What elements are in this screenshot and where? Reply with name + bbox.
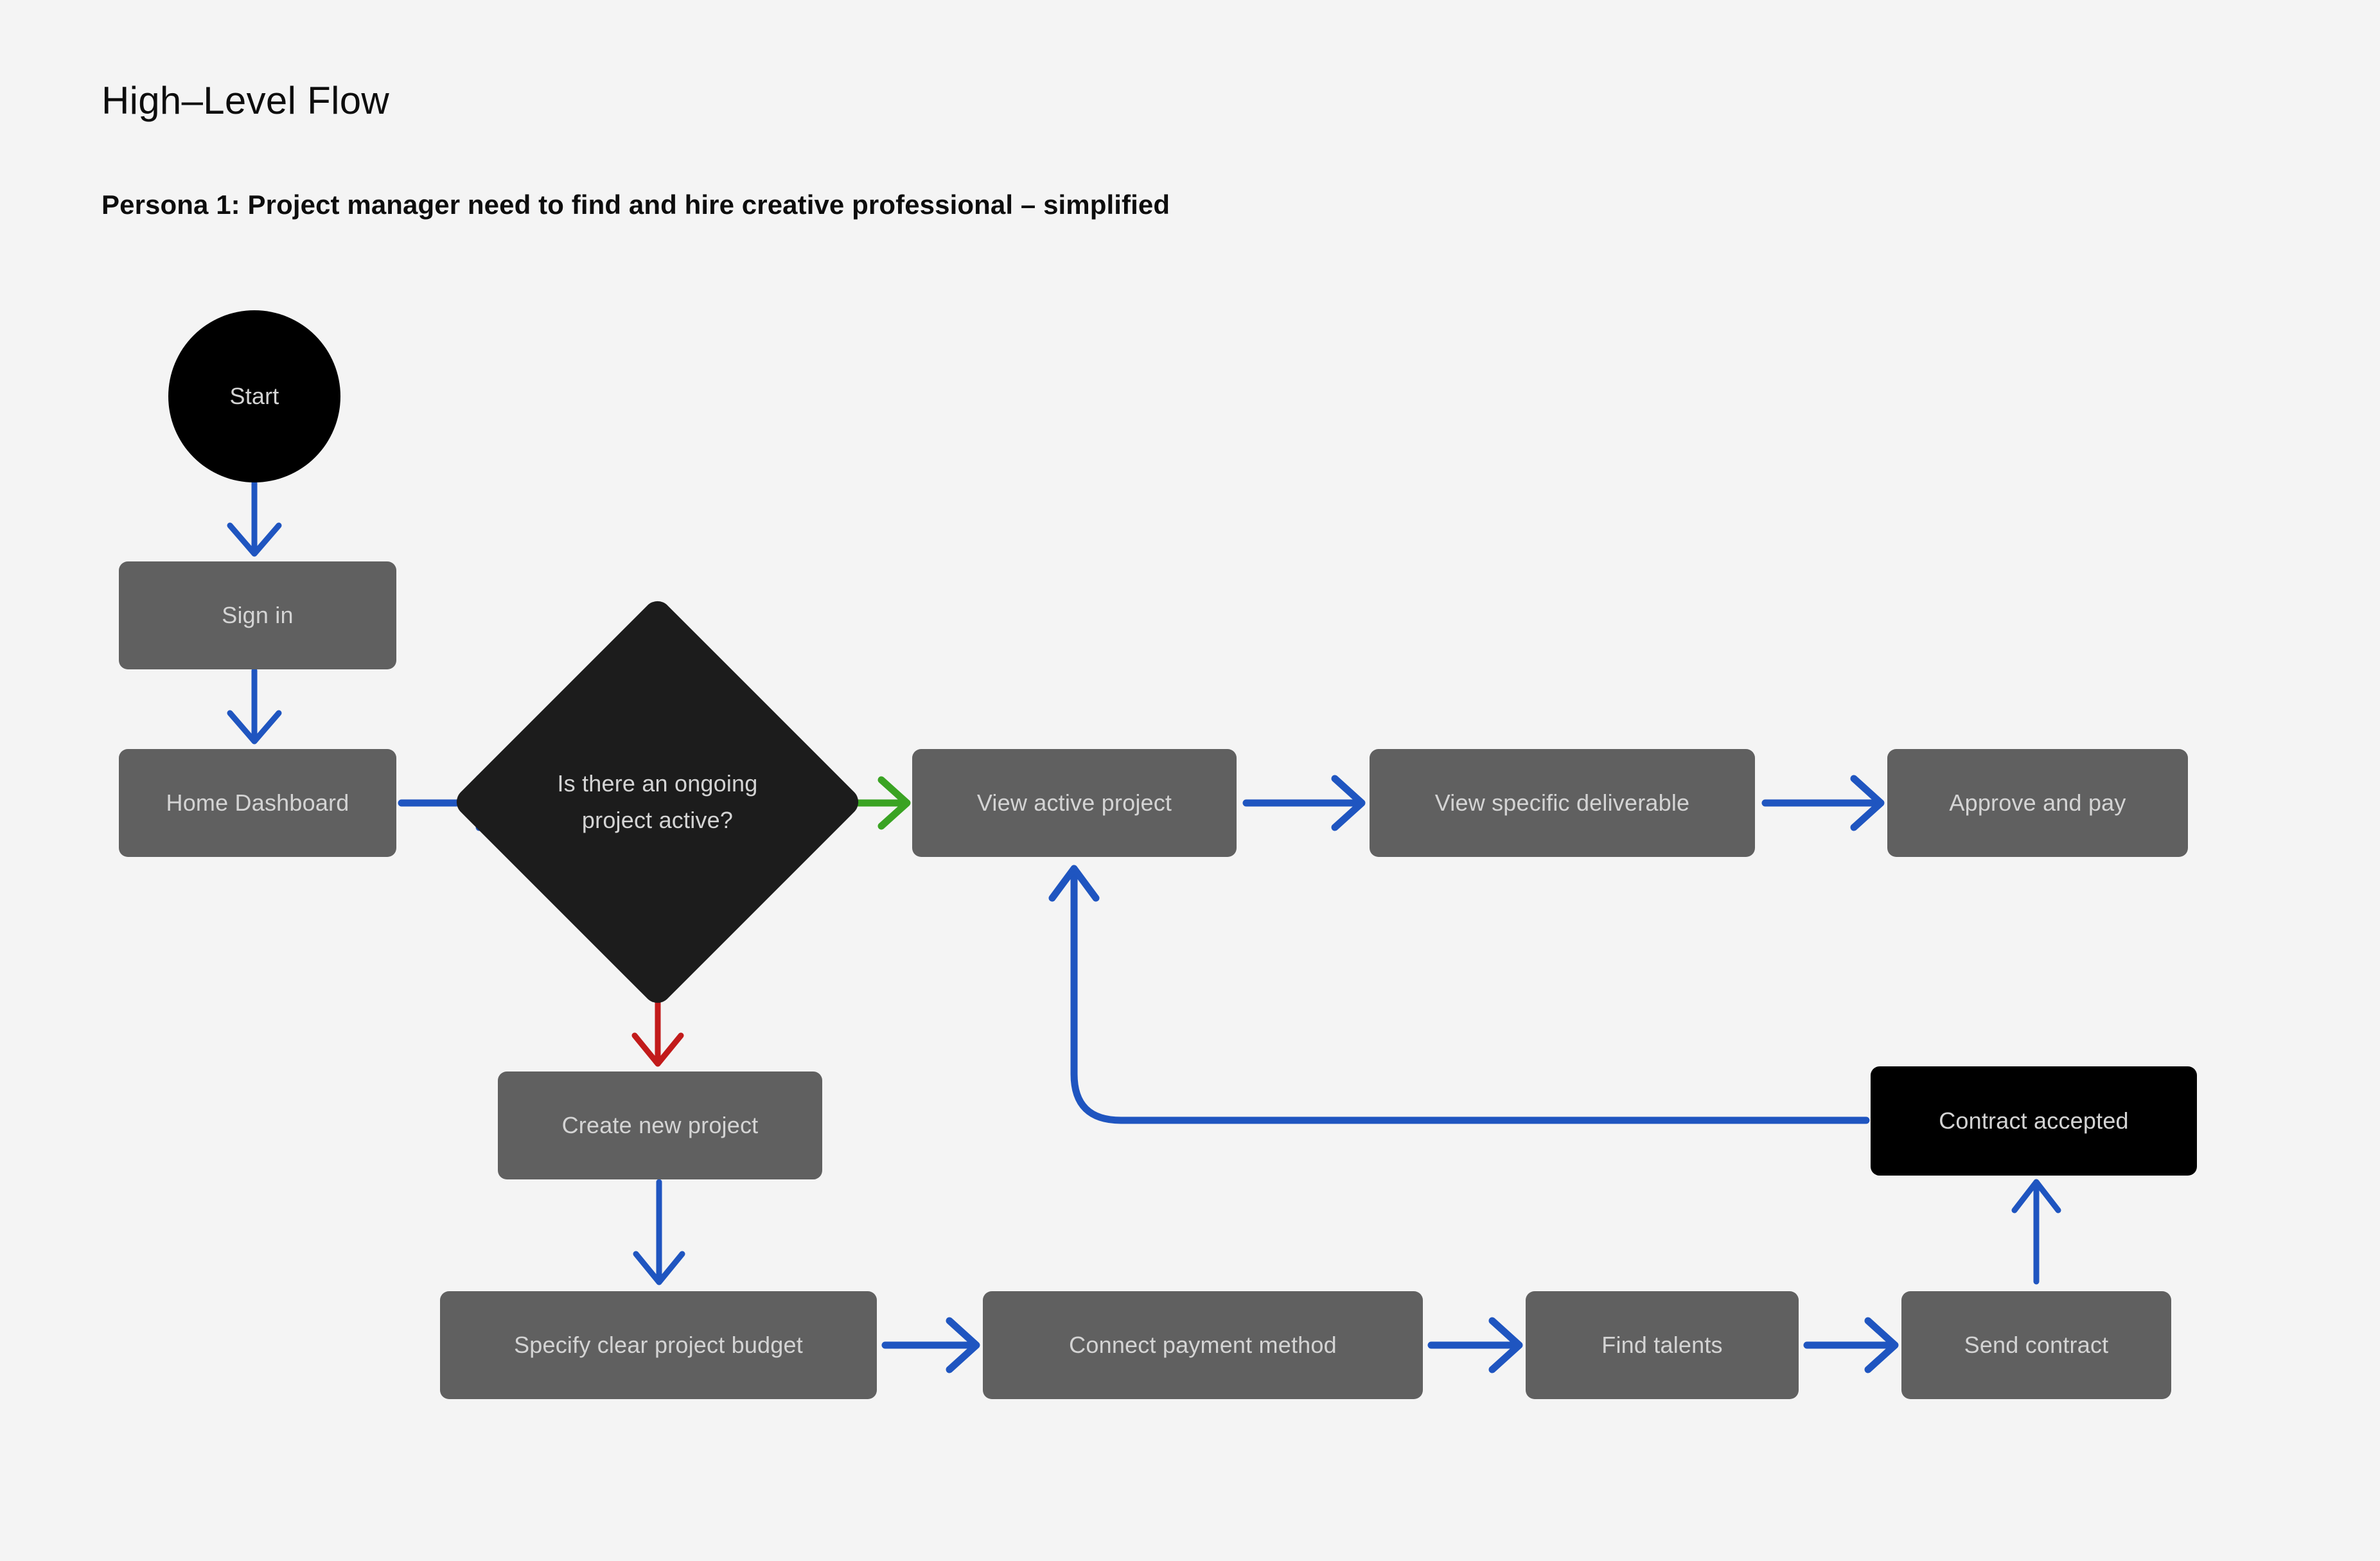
node-view-specific-deliverable[interactable]: View specific deliverable (1370, 749, 1755, 857)
node-approve-and-pay-label: Approve and pay (1949, 789, 2126, 816)
node-create-new-project[interactable]: Create new project (498, 1072, 822, 1179)
node-connect-payment-method[interactable]: Connect payment method (983, 1291, 1423, 1399)
node-contract-accepted-label: Contract accepted (1939, 1107, 2129, 1134)
node-view-specific-deliverable-label: View specific deliverable (1434, 789, 1690, 816)
edge-budget-to-payment (881, 1317, 980, 1373)
node-home-dashboard-label: Home Dashboard (166, 789, 349, 816)
node-contract-accepted[interactable]: Contract accepted (1871, 1066, 2197, 1176)
node-send-contract-label: Send contract (1964, 1332, 2109, 1359)
node-connect-payment-method-label: Connect payment method (1069, 1332, 1337, 1359)
page-subtitle: Persona 1: Project manager need to find … (101, 190, 1170, 220)
node-specify-clear-project-budget[interactable]: Specify clear project budget (440, 1291, 877, 1399)
node-decision-ongoing-project[interactable]: Is there an ongoing project active? (450, 595, 865, 1009)
node-send-contract[interactable]: Send contract (1901, 1291, 2171, 1399)
node-create-new-project-label: Create new project (561, 1112, 759, 1139)
edge-payment-to-findtalents (1427, 1317, 1523, 1373)
page-title: High–Level Flow (101, 79, 390, 122)
node-sign-in-label: Sign in (222, 602, 294, 629)
node-start-label: Start (229, 383, 279, 410)
edge-contractaccepted-to-viewactive (1048, 865, 1870, 1124)
node-home-dashboard[interactable]: Home Dashboard (119, 749, 396, 857)
node-start[interactable]: Start (168, 310, 340, 482)
node-view-active-project[interactable]: View active project (912, 749, 1237, 857)
node-decision-label: Is there an ongoing project active? (557, 770, 758, 833)
node-approve-and-pay[interactable]: Approve and pay (1887, 749, 2188, 857)
edge-findtalents-to-sendcontract (1803, 1317, 1899, 1373)
edge-createproject-to-budget (633, 1179, 685, 1285)
edge-viewactive-to-viewdeliverable (1242, 775, 1366, 831)
edge-signin-to-dashboard (227, 667, 282, 745)
edge-viewdeliverable-to-approvepay (1761, 775, 1885, 831)
node-specify-clear-project-budget-label: Specify clear project budget (514, 1332, 803, 1359)
edge-sendcontract-to-contractaccepted (2011, 1179, 2061, 1285)
node-find-talents-label: Find talents (1601, 1332, 1723, 1359)
node-sign-in[interactable]: Sign in (119, 561, 396, 669)
edge-start-to-signin (227, 480, 282, 557)
node-find-talents[interactable]: Find talents (1526, 1291, 1799, 1399)
node-view-active-project-label: View active project (976, 789, 1172, 816)
